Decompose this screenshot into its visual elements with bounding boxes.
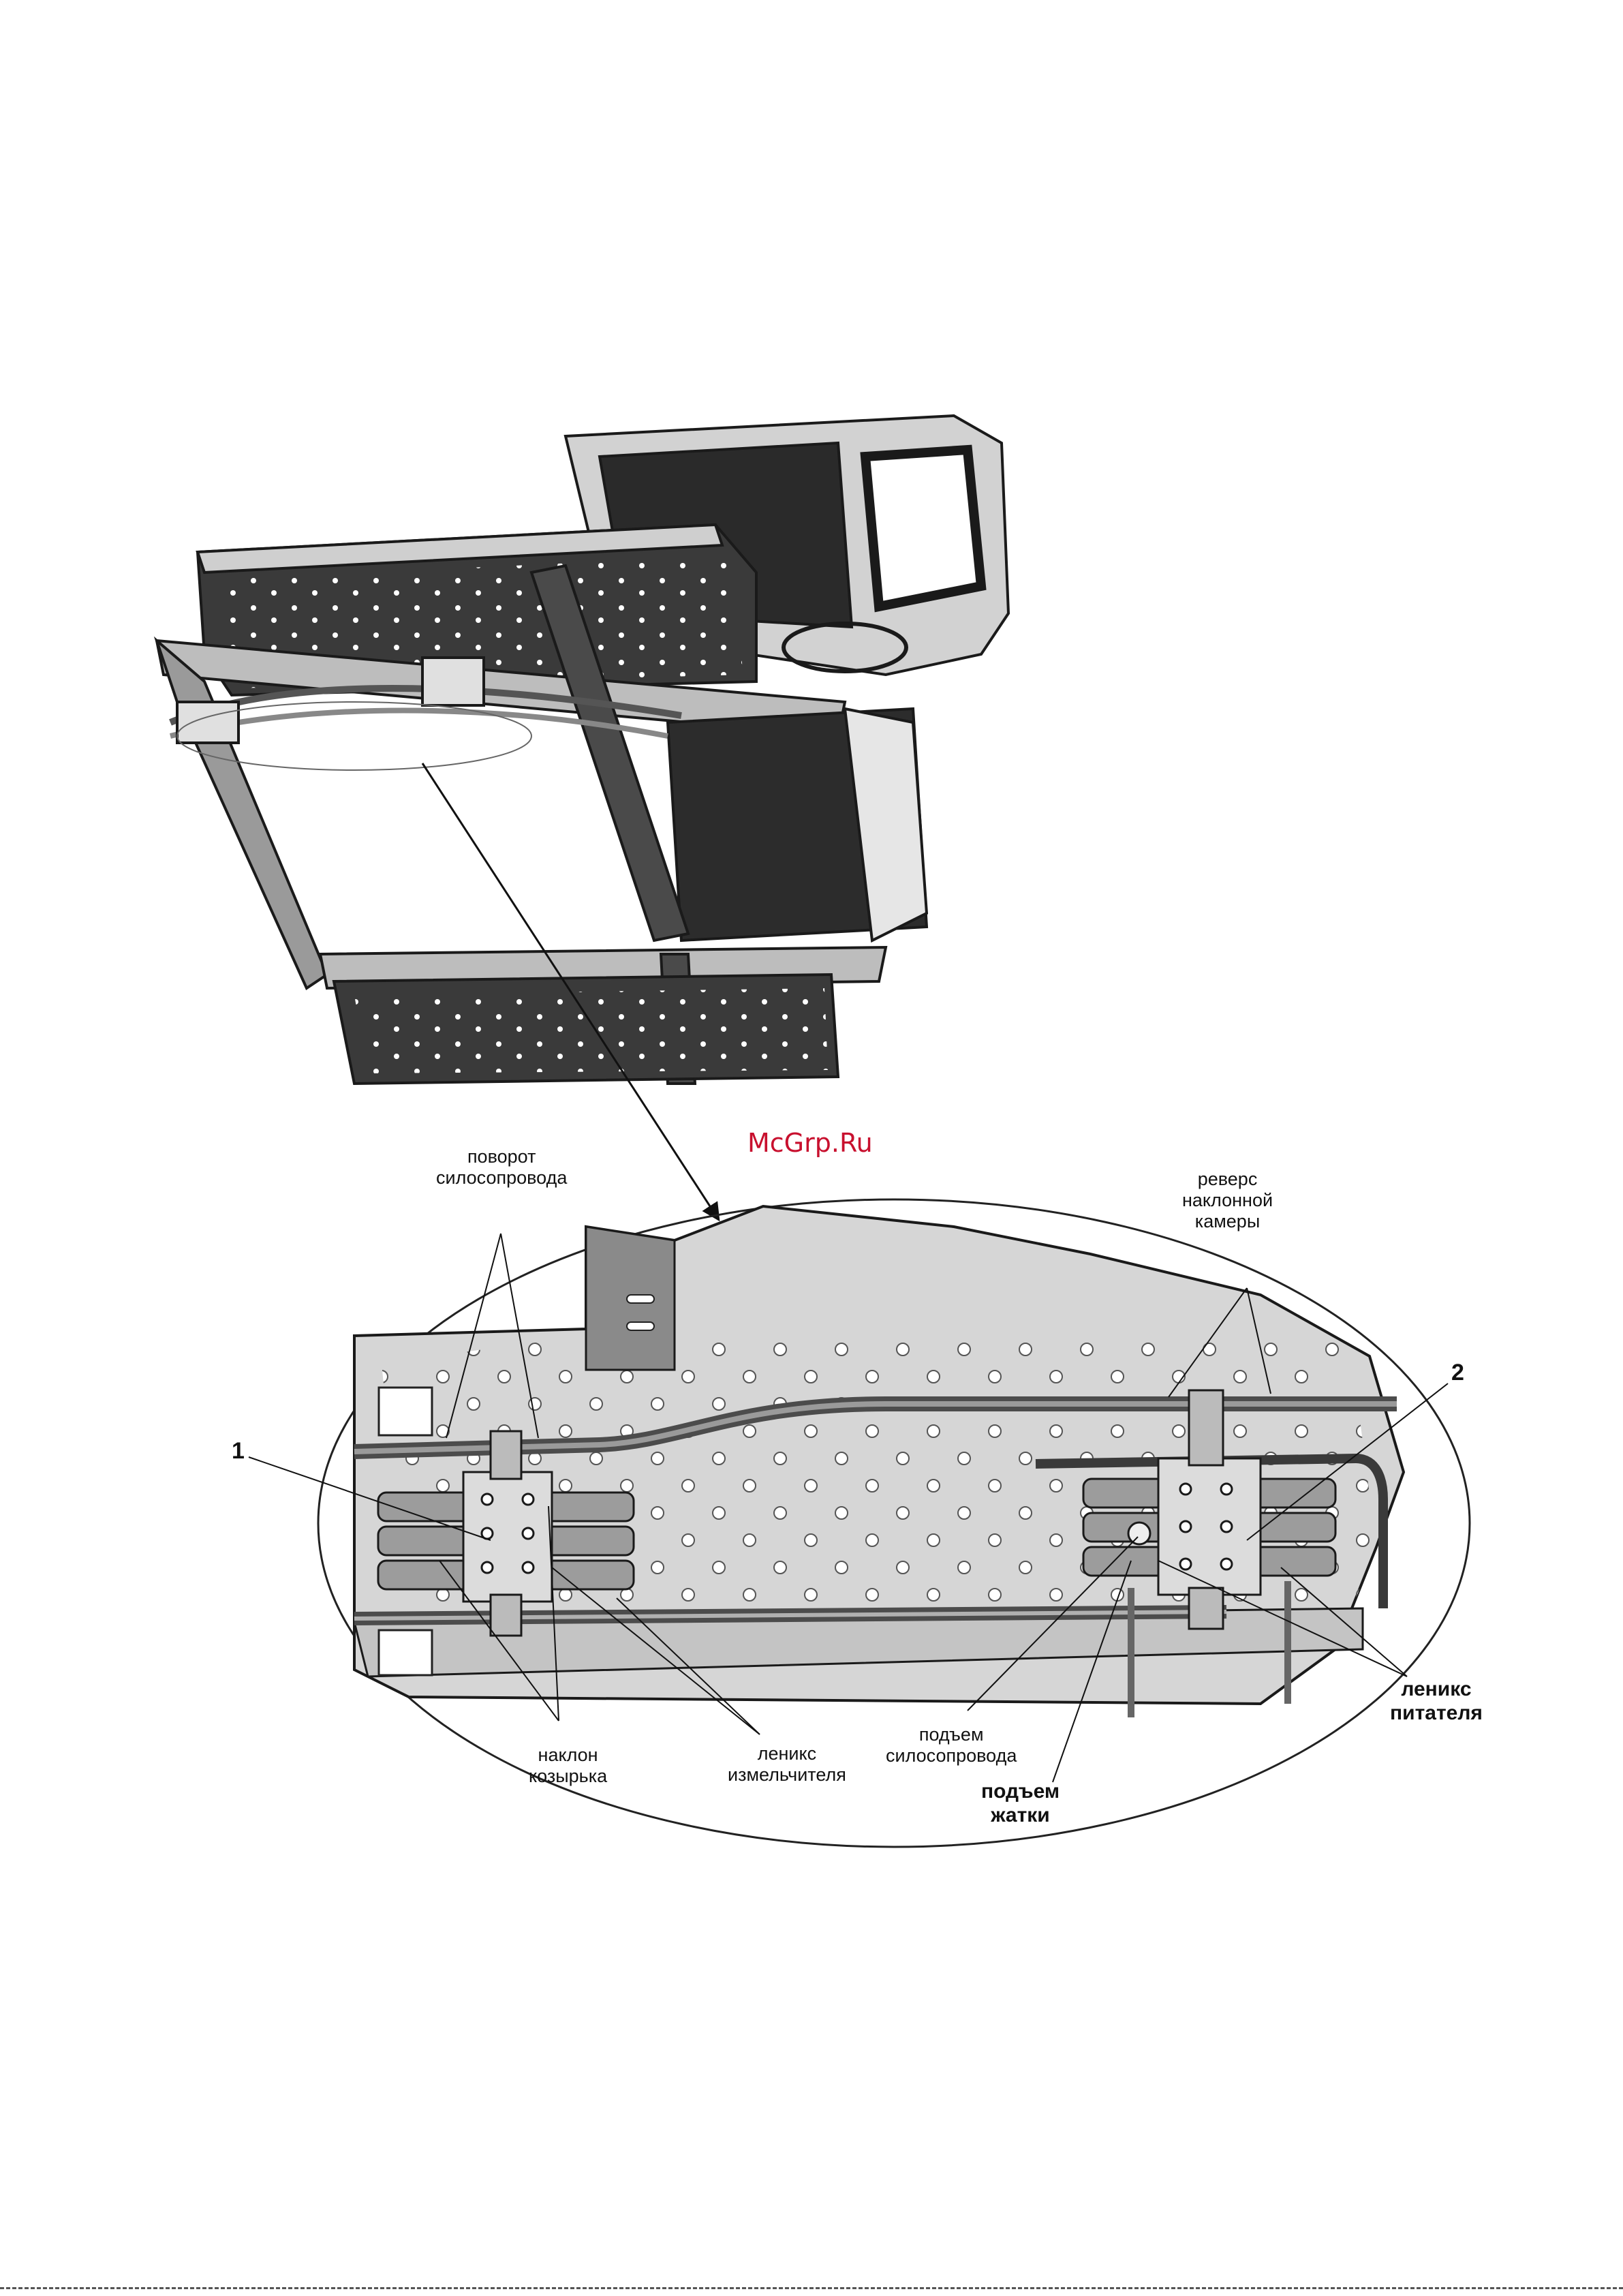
label-feeder-lenix: леникс питателя [1390,1678,1483,1725]
label-chute-rotation: поворот силосопровода [436,1146,567,1189]
label-chute-lift: подъем силосопровода [886,1724,1017,1766]
label-header-lift: подъем жатки [981,1780,1060,1827]
label-visor-tilt: наклон козырька [529,1745,607,1787]
label-chopper-lenix: леникс измельчителя [728,1743,846,1786]
callout-2: 2 [1451,1360,1464,1386]
isometric-frame-drawing [157,416,1008,1084]
bottom-dashed-rule [0,2287,1623,2289]
watermark-text: McGrp.Ru [747,1128,873,1158]
label-chamber-reverse: реверс наклонной камеры [1182,1169,1273,1232]
detail-view [249,1199,1470,1847]
callout-1: 1 [232,1438,245,1465]
